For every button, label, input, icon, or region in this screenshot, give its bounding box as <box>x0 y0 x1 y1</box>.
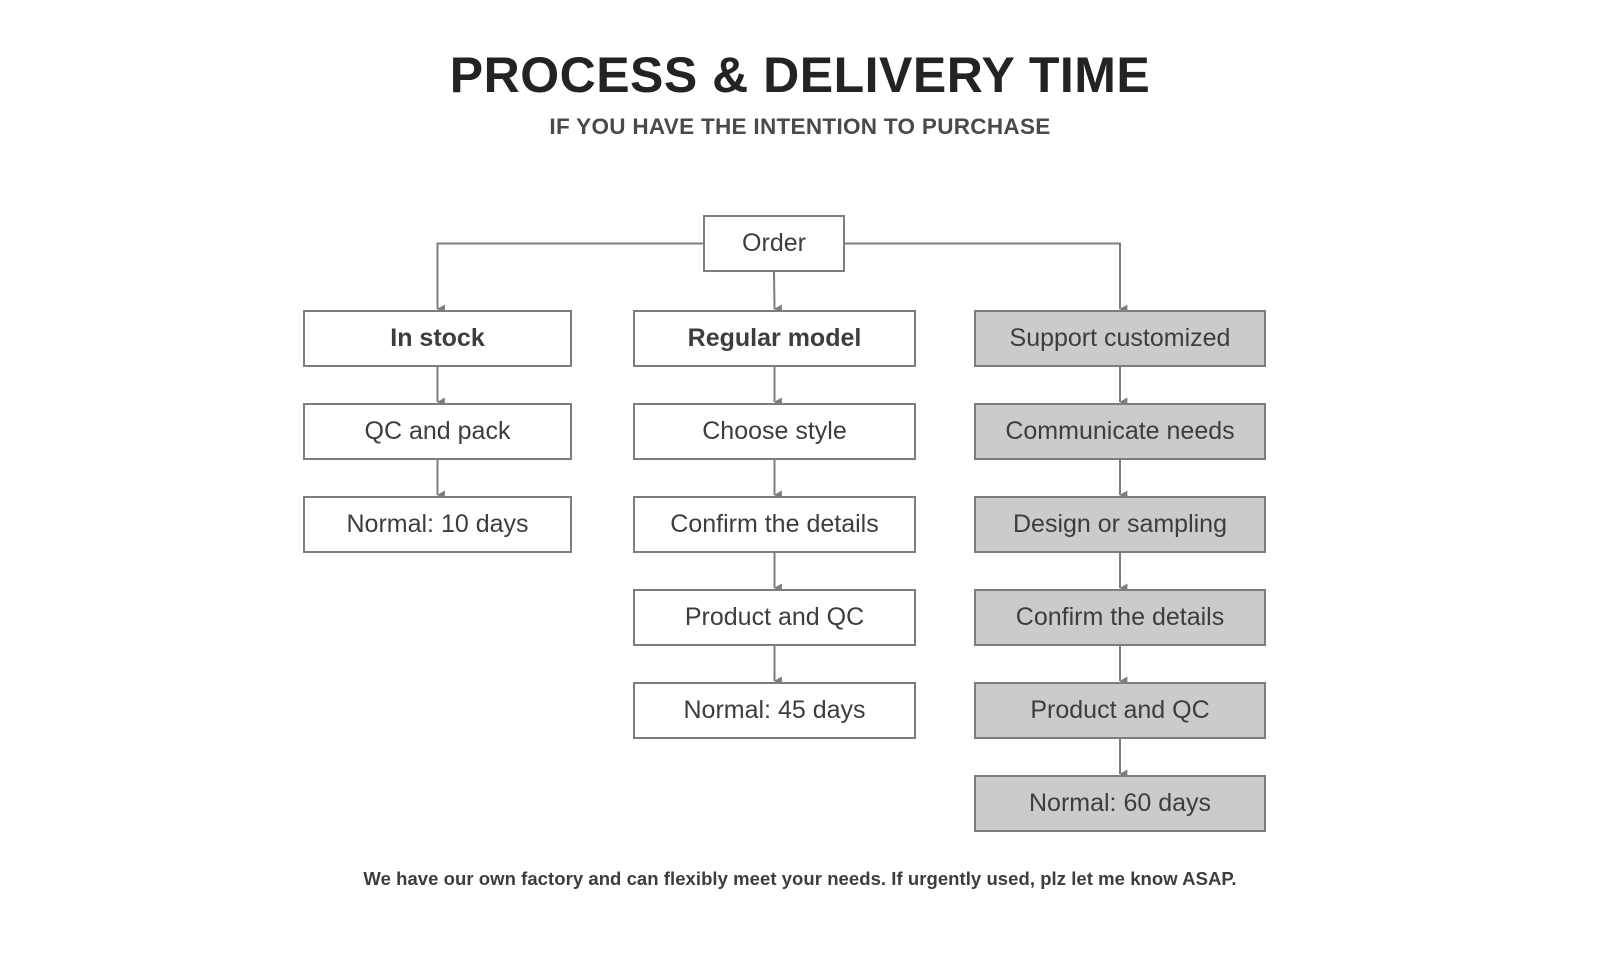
flow-node-c2-4: Product and QC <box>633 589 916 646</box>
flow-node-label: Confirm the details <box>1015 603 1225 631</box>
header: PROCESS & DELIVERY TIME IF YOU HAVE THE … <box>0 46 1600 140</box>
flow-node-label: Design or sampling <box>1013 510 1227 538</box>
flow-node-label: Normal: 60 days <box>1028 789 1212 817</box>
flow-node-label: Support customized <box>1009 324 1231 352</box>
connector-order-to-c2-1 <box>773 271 782 314</box>
flow-node-label: Product and QC <box>684 603 865 631</box>
flow-node-c2-2: Choose style <box>633 403 916 460</box>
footer-note: We have our own factory and can flexibly… <box>363 868 1237 889</box>
flow-node-label: Confirm the details <box>670 510 879 538</box>
page-title: PROCESS & DELIVERY TIME <box>449 47 1151 103</box>
flow-node-label: Normal: 10 days <box>346 510 529 538</box>
flow-node-c2-3: Confirm the details <box>633 496 916 553</box>
flow-node-c3-5: Product and QC <box>974 682 1266 739</box>
page-subtitle: IF YOU HAVE THE INTENTION TO PURCHASE <box>549 114 1051 139</box>
flow-node-label: In stock <box>390 324 485 352</box>
flow-node-c3-2: Communicate needs <box>974 403 1266 460</box>
flow-node-c3-3: Design or sampling <box>974 496 1266 553</box>
flow-node-order: Order <box>703 215 845 272</box>
flow-node-label: Product and QC <box>1030 696 1210 724</box>
flow-node-c1-3: Normal: 10 days <box>303 496 572 553</box>
flow-node-label: Order <box>742 229 806 257</box>
flow-node-c1-2: QC and pack <box>303 403 572 460</box>
flow-node-c2-1: Regular model <box>633 310 916 367</box>
flow-node-label: QC and pack <box>364 417 511 445</box>
flow-node-label: Communicate needs <box>1005 417 1235 445</box>
connector-order-to-c1-1 <box>436 242 703 314</box>
flow-node-label: Choose style <box>702 417 847 445</box>
flow-node-c3-6: Normal: 60 days <box>974 775 1266 832</box>
flow-node-label: Normal: 45 days <box>683 696 866 724</box>
flow-node-label: Regular model <box>687 324 862 352</box>
flow-node-c3-1: Support customized <box>974 310 1266 367</box>
connector-order-to-c3-1 <box>845 242 1128 314</box>
flow-node-c3-4: Confirm the details <box>974 589 1266 646</box>
flow-node-c2-5: Normal: 45 days <box>633 682 916 739</box>
flow-node-c1-1: In stock <box>303 310 572 367</box>
